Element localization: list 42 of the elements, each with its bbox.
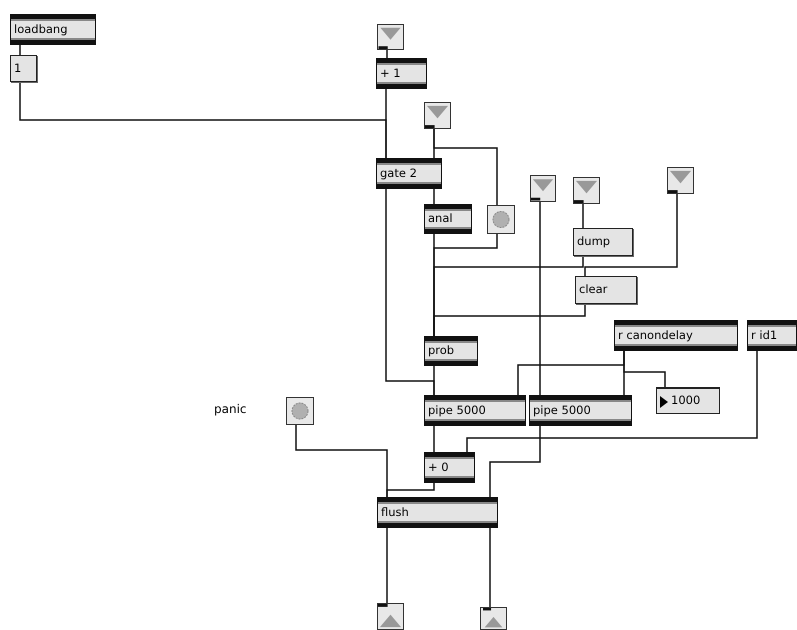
patch-cord (386, 50, 388, 58)
inlet-icon (667, 167, 694, 194)
patch-cord (433, 426, 435, 452)
patch-cord (489, 426, 541, 497)
message-box: 1 (10, 55, 37, 82)
outlet-icon (377, 603, 404, 630)
patch-cord (433, 304, 586, 336)
patch-cord (433, 129, 498, 205)
patch-cord (584, 194, 678, 276)
patch-cord (466, 351, 758, 452)
patch-cord (539, 202, 541, 395)
patch-cord (386, 528, 388, 603)
object-box: pipe 5000 (424, 395, 526, 426)
inlet-icon (377, 24, 404, 50)
object-box: pipe 5000 (529, 395, 632, 426)
message-box: dump (573, 228, 633, 256)
patch-cord (623, 351, 666, 387)
patch-cord (385, 89, 387, 158)
button-label: panic (214, 402, 247, 416)
object-box: r id1 (747, 320, 797, 351)
object-box: + 0 (424, 452, 475, 483)
object-box: loadbang (10, 14, 96, 45)
object-box: prob (424, 336, 478, 366)
patch-cord (433, 366, 435, 395)
number-box: 1000 (656, 387, 720, 414)
outlet-icon (480, 607, 507, 630)
object-box: r canondelay (614, 320, 738, 351)
bang-button (286, 397, 314, 425)
bang-button (487, 205, 515, 234)
object-box: gate 2 (376, 158, 442, 189)
patch-cord (489, 528, 491, 607)
patch-cord (433, 189, 435, 204)
patch-cord (19, 45, 21, 55)
message-box: clear (575, 276, 637, 304)
inlet-icon (424, 102, 451, 129)
object-box: anal (424, 204, 472, 234)
object-box: flush (377, 497, 498, 528)
object-box: + 1 (376, 58, 427, 89)
patch-cord (582, 204, 584, 228)
inlet-icon (573, 177, 600, 204)
patch-cord (295, 425, 388, 497)
inlet-icon (530, 175, 556, 202)
